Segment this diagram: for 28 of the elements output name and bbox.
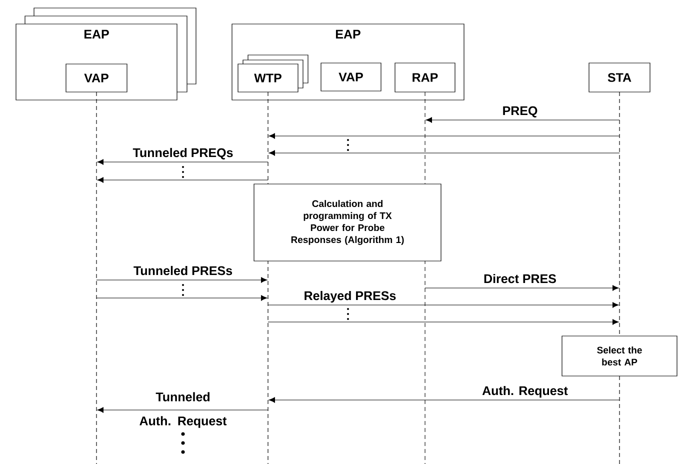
entity-box: VAP (66, 64, 128, 92)
edge-label: Tunneled Auth. Request (140, 392, 227, 428)
arrow (268, 397, 620, 403)
edge-label: Tunneled PREQs (132, 148, 233, 160)
arrow (426, 117, 620, 123)
arrow (96, 277, 268, 283)
entity-box: VAP (320, 62, 382, 92)
arrow (97, 407, 268, 413)
edge-label: Auth. Request (482, 386, 568, 398)
arrow (97, 159, 268, 165)
edge-label: PREQ (503, 106, 538, 118)
edge-label: Tunneled PRESs (134, 266, 232, 276)
arrow (268, 319, 619, 325)
arrow (97, 177, 268, 183)
edge-label: Relayed PRESs (304, 290, 396, 303)
lifeline (96, 92, 97, 464)
arrow (96, 295, 268, 301)
arrow (268, 302, 619, 308)
lifeline (619, 376, 620, 464)
arrow (268, 150, 620, 156)
entity-box: RAP (394, 62, 456, 92)
edge-label: Direct PRES (484, 274, 556, 284)
process-box: Select the best AP (562, 336, 678, 376)
arrow (268, 133, 620, 139)
entity-box: STA (588, 62, 650, 92)
arrow (424, 285, 619, 291)
process-box: Calculation and programming of TX Power for Probe Responses (Algorithm 1) (254, 184, 442, 262)
entity-box: WTP (238, 54, 308, 92)
